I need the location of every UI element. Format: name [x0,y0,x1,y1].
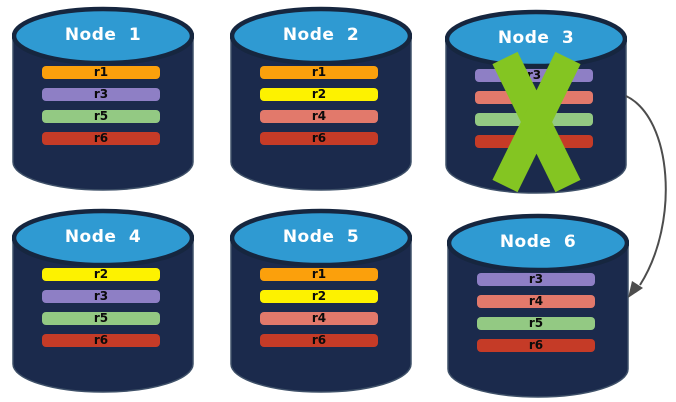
node-6: Node 6 r3 r4 r5 r6 [447,213,629,399]
replica-bar: r2 [260,290,378,303]
node-2: Node 2 r1 r2 r4 r6 [230,6,412,192]
replica-bar: r6 [260,132,378,145]
node-title: Node 4 [64,227,142,247]
node-4: Node 4 r2 r3 r5 r6 [12,208,194,394]
replica-bar: r4 [477,295,595,308]
replica-bar: r6 [42,132,160,145]
replica-bar: r5 [42,110,160,123]
replica-bar: r5 [477,317,595,330]
replica-bar: r2 [260,88,378,101]
replica-bar: r6 [260,334,378,347]
node-title: Node 1 [64,25,142,45]
replica-bar: r5 [42,312,160,325]
replica-bar: r1 [260,268,378,281]
replica-bar: r3 [475,69,593,82]
replica-bar: r5 [475,113,593,126]
node-1: Node 1 r1 r3 r5 r6 [12,6,194,192]
replica-bar: r4 [260,110,378,123]
node-title: Node 3 [497,28,575,48]
replica-bar: r6 [475,135,593,148]
replication-arrow [625,95,667,298]
node-title: Node 5 [282,227,360,247]
replica-bar: r6 [477,339,595,352]
node-title: Node 2 [282,25,360,45]
replica-bar: r1 [42,66,160,79]
replica-bar: r1 [260,66,378,79]
node-title: Node 6 [499,232,577,252]
replica-bar: r3 [42,290,160,303]
node-5: Node 5 r1 r2 r4 r6 [230,208,412,394]
node-3: Node 3 r3 r4 r5 r6 [445,9,627,195]
replica-bar: r4 [260,312,378,325]
replica-bar: r4 [475,91,593,104]
replica-bar: r6 [42,334,160,347]
replica-bar: r3 [477,273,595,286]
replica-bar: r3 [42,88,160,101]
replica-bar: r2 [42,268,160,281]
